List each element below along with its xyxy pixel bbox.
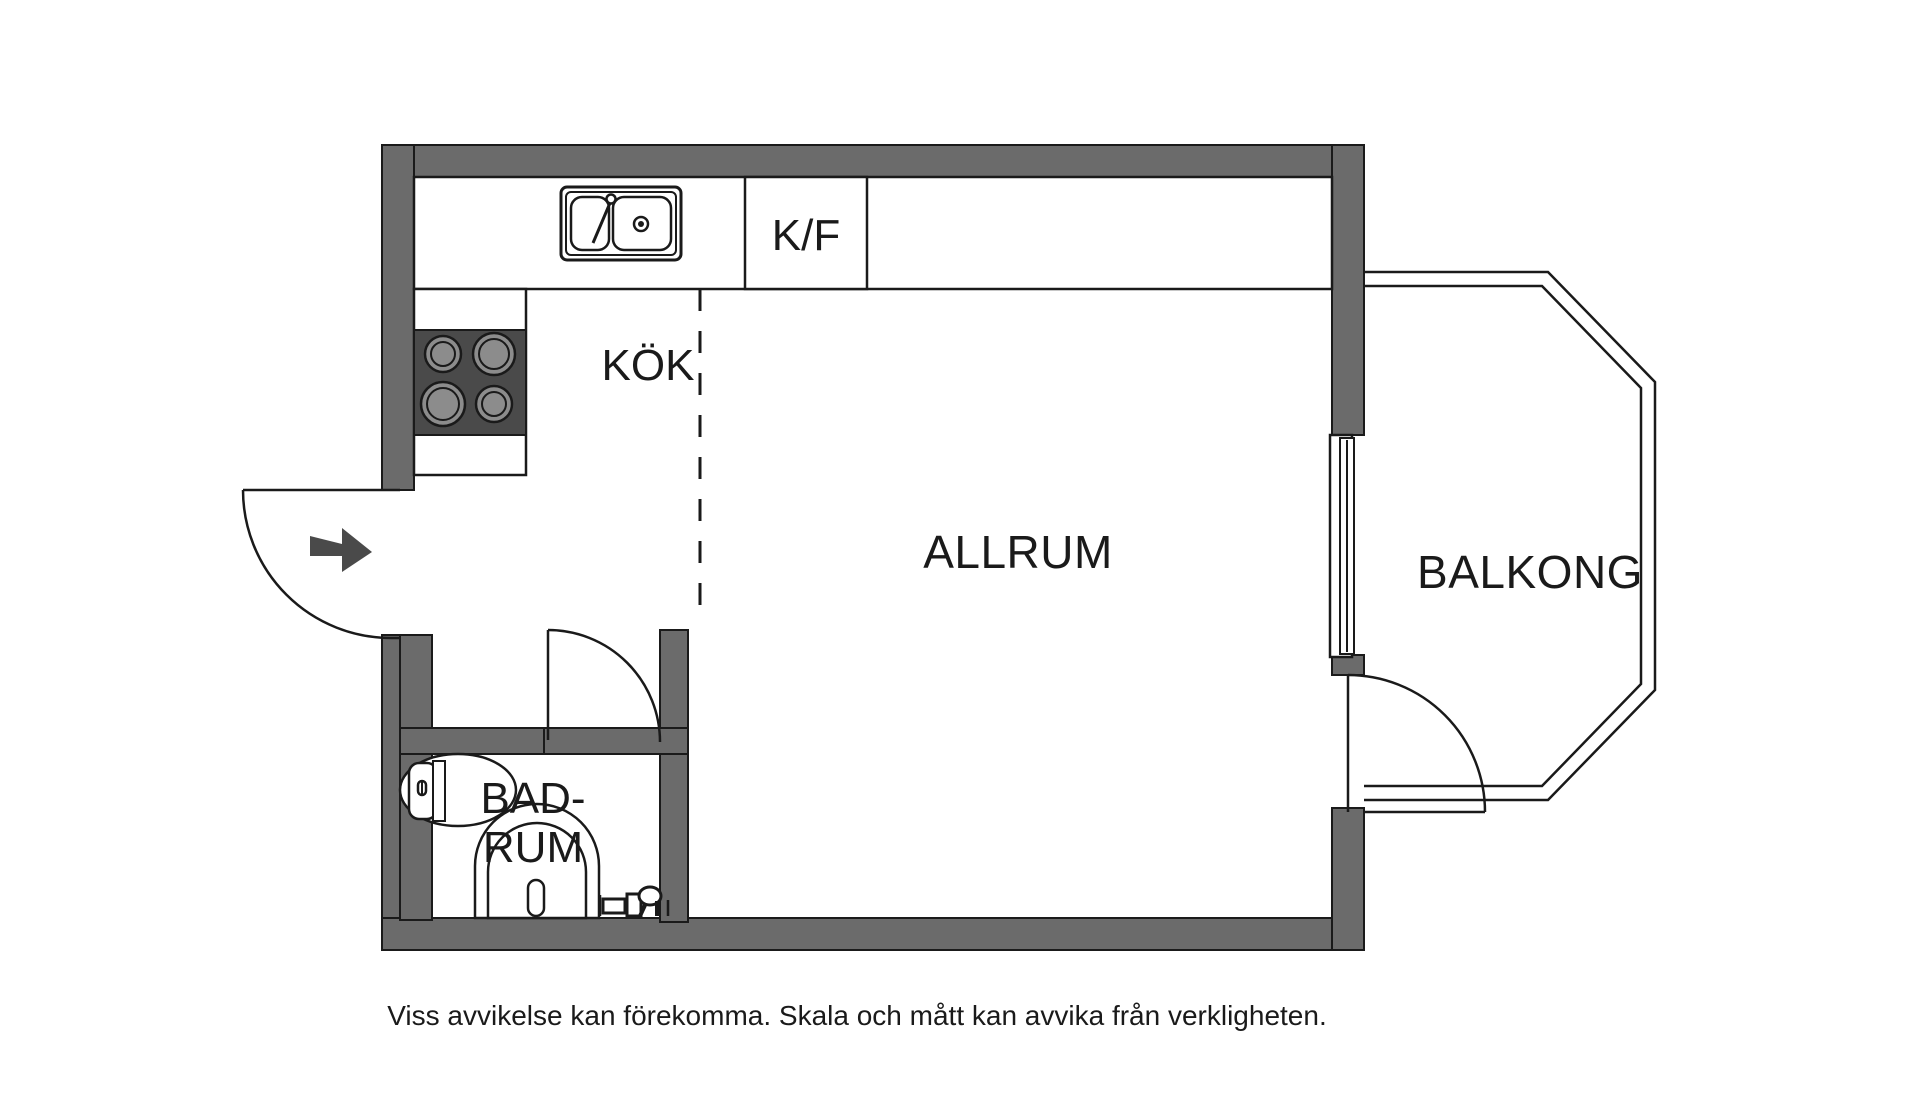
washbasin (473, 802, 601, 920)
entry-direction-arrow (310, 528, 372, 572)
balcony-outline (1364, 270, 1657, 802)
room-label-allrum: ALLRUM (923, 526, 1113, 578)
room-label-balkong: BALKONG (1417, 546, 1643, 598)
room-label-kok: KÖK (602, 341, 695, 390)
room-label-badrum-line1: BAD- (480, 774, 585, 823)
disclaimer-caption: Viss avvikelse kan förekomma. Skala och … (387, 1000, 1326, 1031)
toilet (398, 752, 518, 828)
kitchen-counters (412, 175, 1334, 477)
balcony-door (1346, 673, 1487, 814)
balcony-window (1328, 433, 1355, 659)
fridge-freezer-unit (743, 175, 869, 291)
kitchen-sink (559, 185, 683, 262)
stove-cooktop (413, 329, 527, 436)
room-label-badrum-line2: RUM (483, 823, 583, 872)
bathroom-door (546, 628, 662, 743)
room-label-kf: K/F (772, 211, 840, 260)
shower-fittings (598, 885, 670, 918)
entry-door (241, 488, 400, 640)
